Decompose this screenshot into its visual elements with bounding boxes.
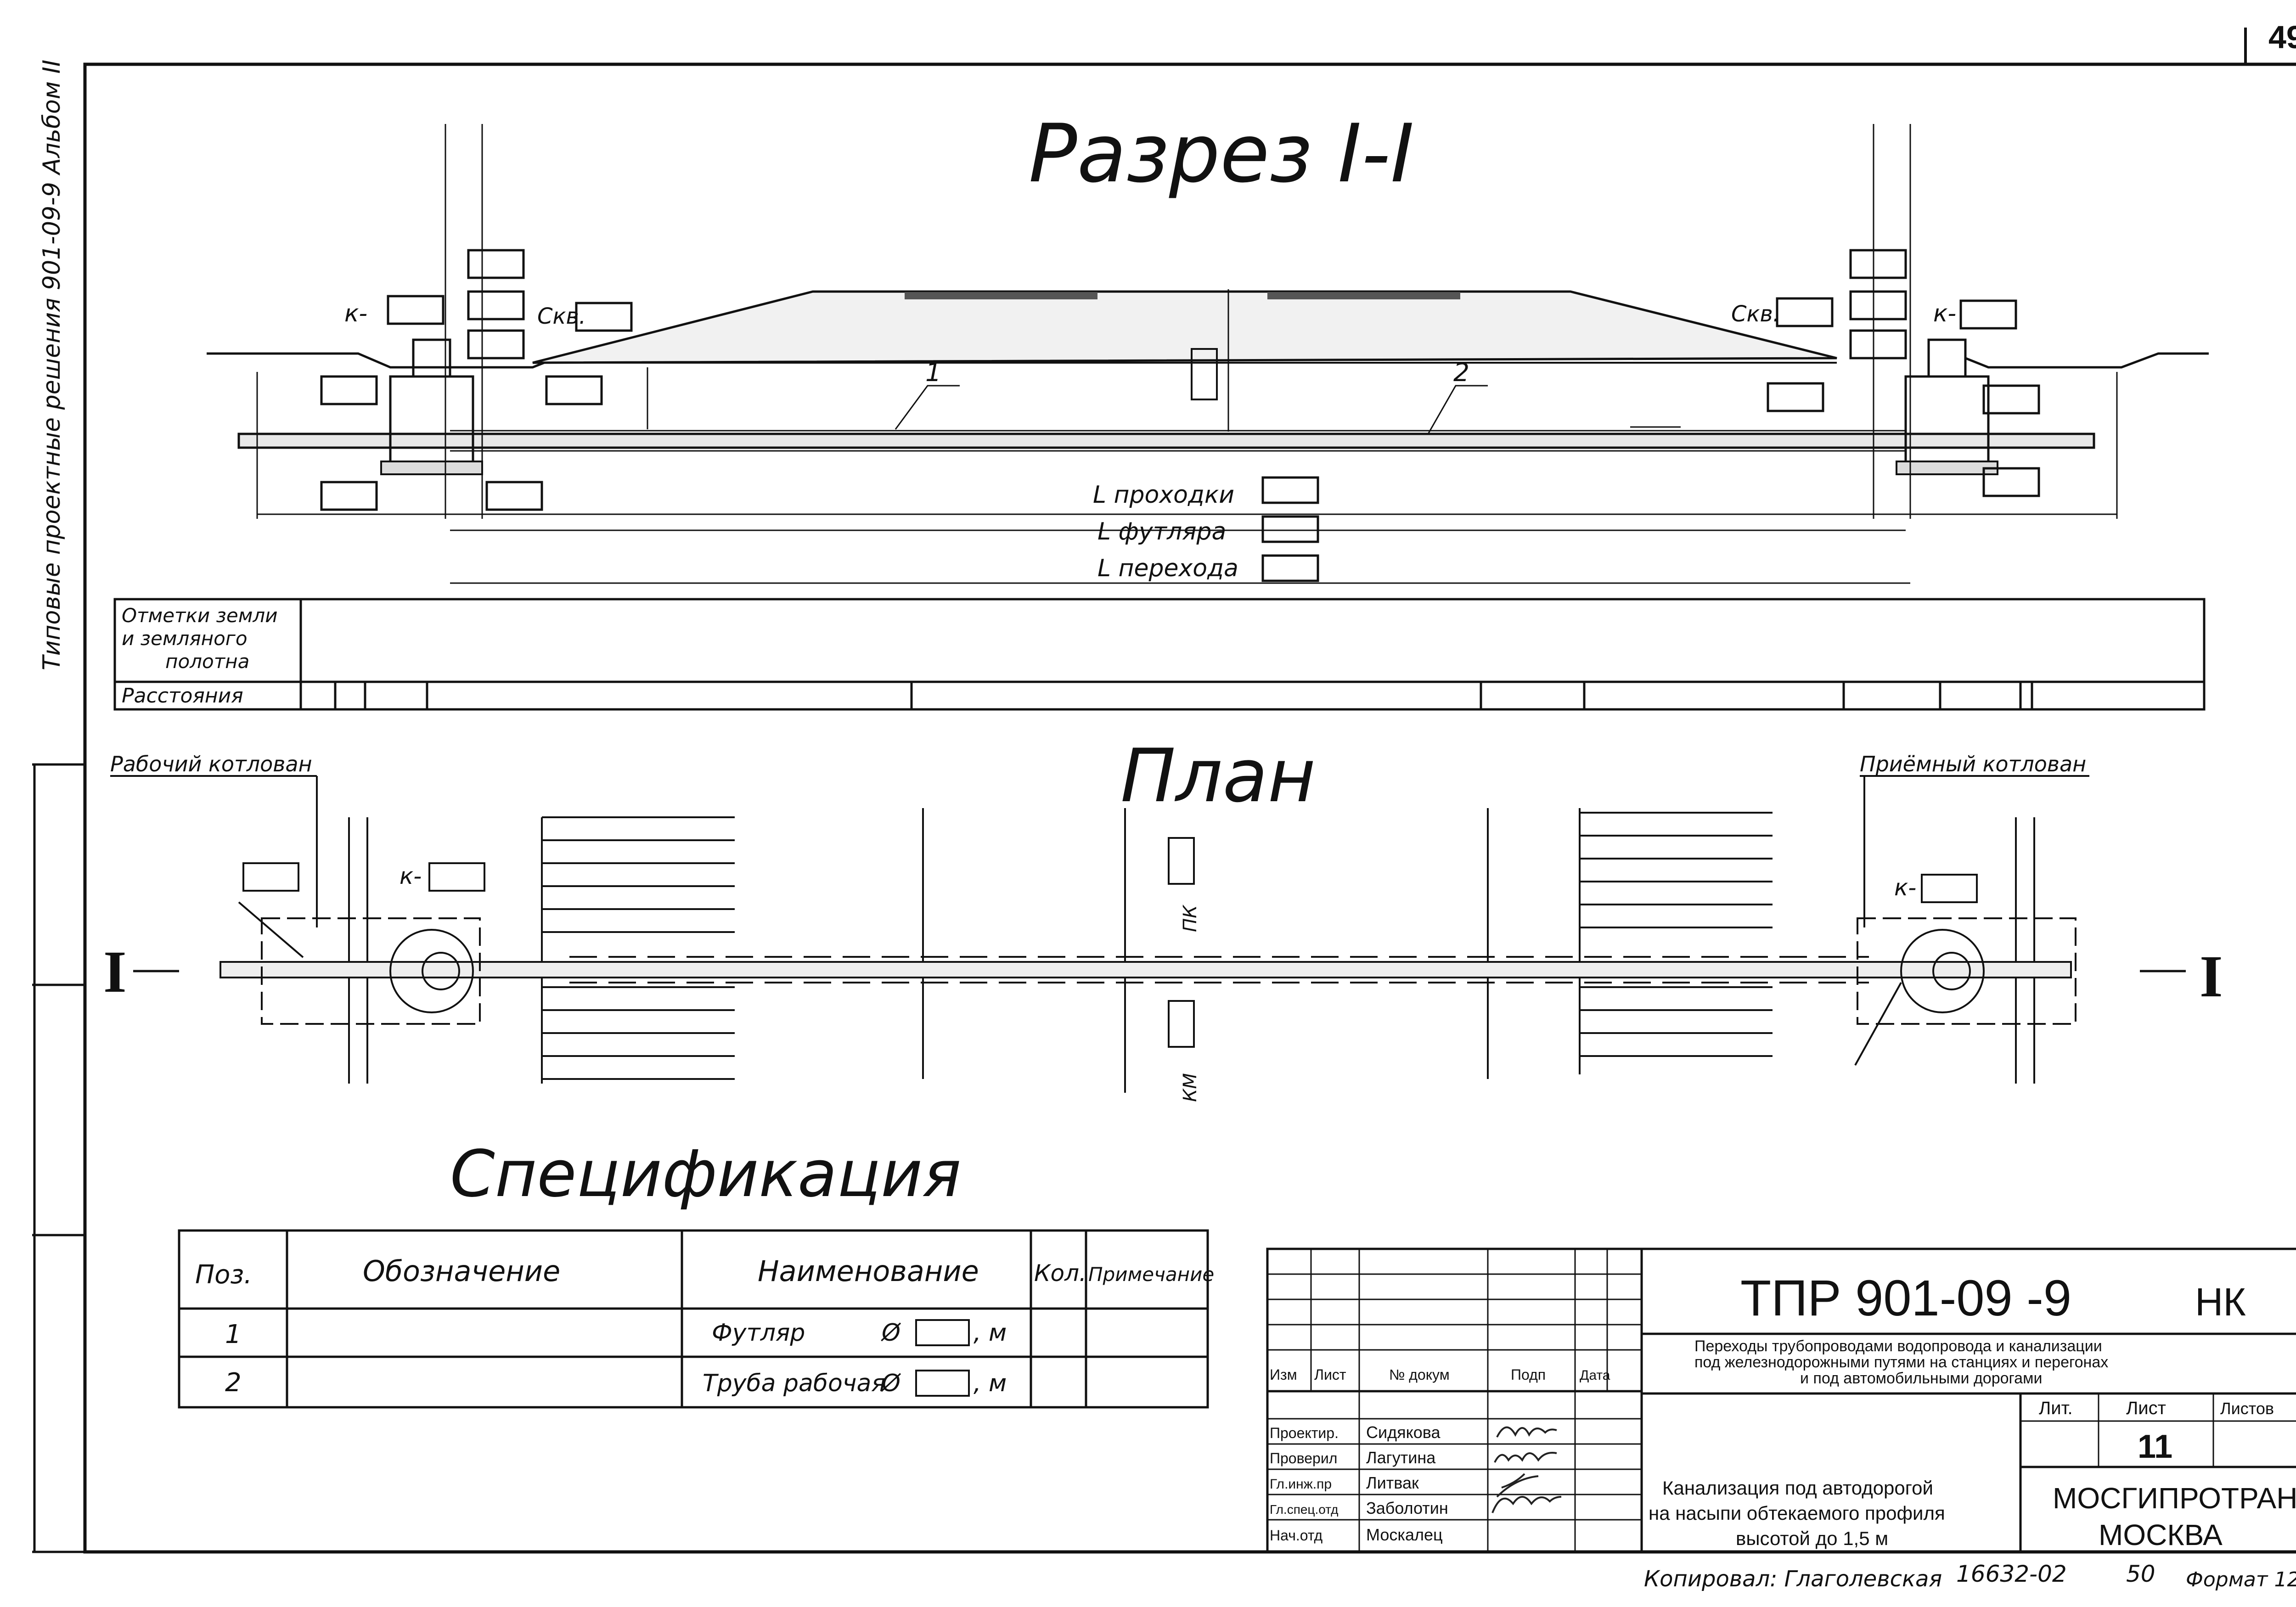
spec-header-name: Наименование: [758, 1254, 979, 1288]
profile-row-2: и земляного: [122, 627, 248, 650]
tb-listov: Листов: [2220, 1399, 2274, 1418]
spec-row-2-name: Труба рабочая: [703, 1370, 886, 1397]
title-description-1: Переходы трубопроводами водопровода и ка…: [1694, 1337, 2102, 1355]
cut-mark-left: I: [103, 939, 127, 1005]
label-l-prokhodki: L проходки: [1093, 481, 1234, 509]
tb-role-1: Проектир.: [1270, 1425, 1339, 1441]
tb-col-data: Дата: [1580, 1368, 1610, 1383]
spec-row-1-dia: Ø: [881, 1319, 901, 1347]
tb-col-izm: Изм: [1270, 1366, 1297, 1383]
spec-row-1-pos: 1: [225, 1320, 242, 1349]
footer-number: 16632-02: [1956, 1561, 2067, 1587]
sheet-title-1: Канализация под автодорогой: [1662, 1477, 1933, 1499]
tb-name-4: Заболотин: [1366, 1499, 1448, 1517]
profile-distances: Расстояния: [122, 684, 243, 708]
tb-role-4: Гл.спец.отд: [1270, 1502, 1338, 1517]
profile-row-3: полотна: [165, 650, 249, 673]
footer-format: Формат 12: [2186, 1568, 2296, 1591]
plan-drawing: [133, 808, 2186, 1093]
section-skv-right: Скв.: [1731, 301, 1780, 327]
title-description-2: под железнодорожными путями на станциях …: [1694, 1354, 2108, 1371]
spec-row-1-unit: , м: [974, 1319, 1007, 1347]
org-name: МОСГИПРОТРАНС: [2053, 1482, 2296, 1515]
plan-title: План: [1120, 733, 1316, 819]
sheet-title-3: высотой до 1,5 м: [1736, 1528, 1888, 1549]
signatures: [1491, 1426, 1562, 1513]
sheet-frame: [83, 62, 2296, 1554]
cut-mark-right: I: [2200, 944, 2223, 1010]
title-code: ТПР 901-09 -9: [1740, 1270, 2071, 1326]
spec-row-2-pos: 2: [225, 1368, 242, 1398]
plan-pk: ПК: [1180, 905, 1201, 932]
spec-row-2-dia: Ø: [881, 1370, 901, 1397]
footer-50: 50: [2126, 1561, 2155, 1587]
org-city: МОСКВА: [2099, 1518, 2223, 1551]
spec-header-pos: Поз.: [195, 1260, 252, 1290]
spec-title: Спецификация: [450, 1137, 961, 1212]
title-block: [1266, 1247, 2296, 1553]
tb-role-2: Проверил: [1270, 1450, 1337, 1467]
binding-strip: [32, 763, 85, 1553]
label-l-futlyara: L футляра: [1097, 518, 1226, 545]
label-l-perekhoda: L перехода: [1097, 555, 1238, 582]
section-drawing: [207, 124, 2209, 584]
spec-header-designation: Обозначение: [363, 1254, 560, 1288]
spec-header-note: Примечание: [1088, 1263, 1214, 1286]
sheet-title-2: на насыпи обтекаемого профиля: [1649, 1502, 1945, 1524]
tb-col-list: Лист: [1314, 1366, 1346, 1383]
tb-lit: Лит.: [2039, 1398, 2073, 1418]
tb-role-5: Нач.отд: [1270, 1527, 1322, 1544]
profile-table: [113, 598, 2206, 711]
section-pos1: 1: [925, 358, 941, 387]
section-skv-left: Скв.: [537, 303, 586, 329]
section-pos2: 2: [1453, 358, 1469, 387]
tb-col-podp: Подп: [1511, 1366, 1546, 1383]
title-description-3: и под автомобильными дорогами: [1800, 1370, 2042, 1387]
section-k-right: к-: [1933, 300, 1956, 327]
tb-role-3: Гл.инж.пр: [1270, 1477, 1332, 1492]
section-title: Разрез I-I: [1029, 107, 1414, 201]
tb-name-1: Сидякова: [1366, 1423, 1441, 1442]
margin-note: Типовые проектные решения 901-09-9 Альбо…: [38, 60, 66, 670]
receive-pit-label: Приёмный котлован: [1860, 752, 2086, 776]
plan-k-right: к-: [1894, 874, 1916, 901]
plan-km: КМ: [1180, 1073, 1201, 1102]
sheet-number: 49: [2268, 19, 2296, 55]
spec-row-1-name: Футляр: [712, 1319, 805, 1347]
title-mark: НК: [2195, 1281, 2246, 1324]
tb-list-value: 11: [2138, 1428, 2172, 1465]
spec-header-qty: Кол.: [1034, 1260, 1086, 1287]
profile-row-1: Отметки земли: [122, 604, 278, 627]
footer-copied: Копировал: Глаголевская: [1644, 1566, 1942, 1592]
plan-k-left: к-: [400, 863, 422, 889]
spec-row-2-unit: , м: [974, 1370, 1007, 1397]
tb-col-dokum: № докум: [1389, 1366, 1450, 1383]
tb-list: Лист: [2126, 1398, 2166, 1418]
section-k-left: к-: [344, 300, 367, 327]
tb-name-5: Москалец: [1366, 1525, 1443, 1544]
tb-name-2: Лагутина: [1366, 1448, 1436, 1467]
tb-name-3: Литвак: [1366, 1473, 1419, 1492]
spec-table: [178, 1229, 1209, 1409]
work-pit-label: Рабочий котлован: [110, 752, 312, 776]
